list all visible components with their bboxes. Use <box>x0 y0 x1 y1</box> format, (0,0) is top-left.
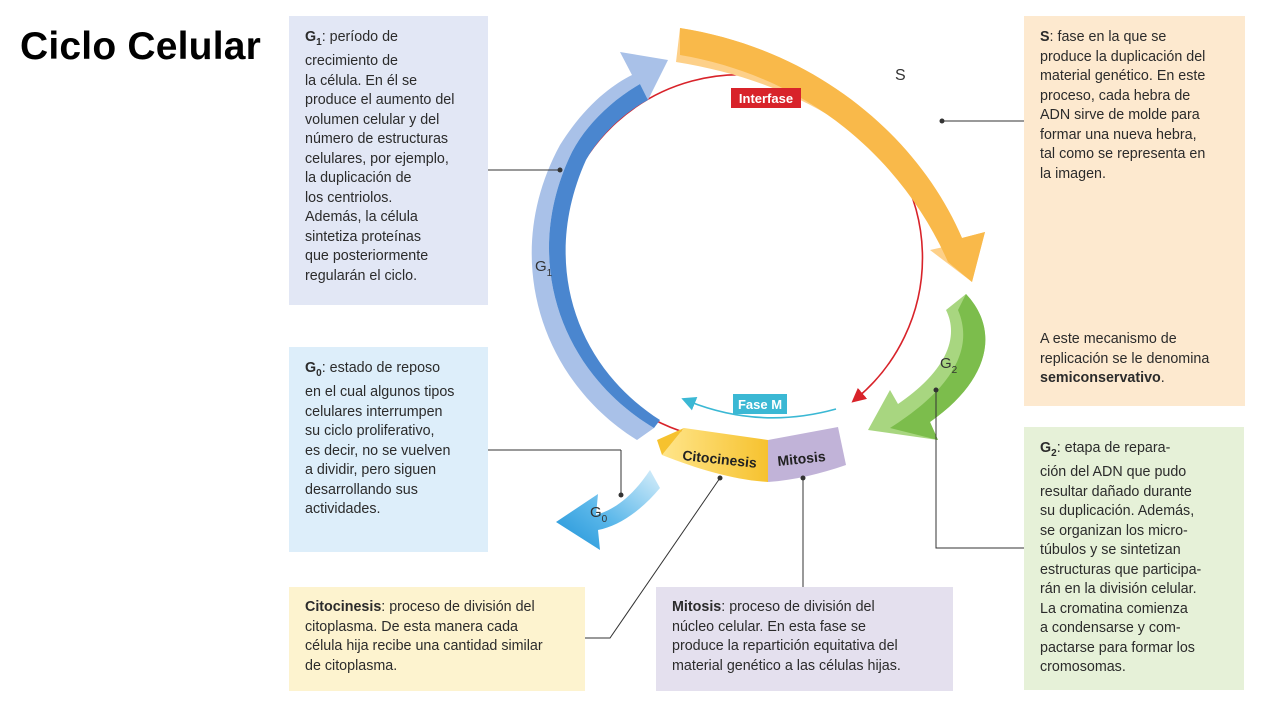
s-line: material genético. En este <box>1040 68 1206 84</box>
s-first-line: S: fase en la que se <box>1040 29 1167 45</box>
mitosis-segment <box>768 427 846 482</box>
g2-line: La cromatina comienza <box>1040 600 1188 617</box>
g2-first-line: G2: etapa de repara- <box>1040 440 1171 459</box>
g0-label: G0 <box>590 504 608 525</box>
g1-line: produce el aumento del <box>305 92 455 109</box>
citocinesis-segment <box>662 428 768 482</box>
citocinesis-first-line: Citocinesis: proceso de división del <box>305 599 535 615</box>
s-description-box: S: fase en la que se produce la duplicac… <box>1024 16 1245 406</box>
g1-line: los centriolos. <box>305 189 393 206</box>
g2-line: estructuras que participa- <box>1040 561 1202 578</box>
g2-line: a condensarse y com- <box>1040 620 1181 637</box>
s-line: formar una nueva hebra, <box>1040 126 1197 143</box>
g2-line: su duplicación. Además, <box>1040 503 1195 520</box>
g1-line: regularán el ciclo. <box>305 267 418 284</box>
citocinesis-label: Citocinesis <box>682 447 758 471</box>
g2-line: pactarse para formar los <box>1040 639 1195 656</box>
fase-m-badge <box>733 394 787 414</box>
g2-line: túbulos y se sintetizan <box>1040 542 1181 559</box>
s-line: ADN sirve de molde para <box>1040 107 1200 123</box>
g0-line: es decir, no se vuelven <box>305 442 451 459</box>
citocinesis-line: de citoplasma. <box>305 657 398 674</box>
g0-arrow <box>556 470 660 550</box>
g1-line: la duplicación de <box>305 170 412 187</box>
g2-description-box: G2: etapa de repara- ción del ADN que pu… <box>1024 427 1244 690</box>
g2-label: G2 <box>940 355 958 376</box>
g2-line: cromosomas. <box>1040 659 1126 676</box>
g0-line: actividades. <box>305 501 381 518</box>
connector-lines <box>488 120 1024 639</box>
s-line: proceso, cada hebra de <box>1040 87 1191 104</box>
g2-line: se organizan los micro- <box>1040 522 1188 539</box>
g2-arrow <box>868 294 986 440</box>
g1-line: la célula. En él se <box>305 72 418 89</box>
citocinesis-description-box: Citocinesis: proceso de división del cit… <box>289 587 585 691</box>
g1-first-line: G1: período de <box>305 29 398 48</box>
g1-line: que posteriormente <box>305 248 429 265</box>
g1-line: número de estructuras <box>305 131 449 148</box>
s-label: S <box>895 67 906 84</box>
s-mechanism-note: A este mecanismo de replicación se le de… <box>1040 330 1209 389</box>
mitosis-line: produce la repartición equitativa del <box>672 638 898 654</box>
s-line: tal como se representa en <box>1040 146 1206 162</box>
mitosis-line: material genético a las células hijas. <box>672 657 901 674</box>
g2-line: ción del ADN que pudo <box>1040 464 1187 481</box>
interfase-badge <box>731 88 801 108</box>
fase-m-arc <box>681 397 837 419</box>
g0-line: celulares interrumpen <box>305 403 443 420</box>
connector-dots <box>557 118 945 498</box>
g1-description-box: G1: período de crecimiento de la célula.… <box>289 16 488 305</box>
g1-line: volumen celular y del <box>305 111 440 128</box>
g1-line: celulares, por ejemplo, <box>305 150 449 167</box>
s-arrow <box>676 28 985 282</box>
g0-description-box: G0: estado de reposo en el cual algunos … <box>289 347 488 552</box>
citocinesis-line: célula hija recibe una cantidad similar <box>305 638 543 654</box>
s-line: la imagen. <box>1040 165 1106 182</box>
citocinesis-line: citoplasma. De esta manera cada <box>305 618 518 635</box>
g0-line: desarrollando sus <box>305 481 418 498</box>
s-note-line: A este mecanismo de <box>1040 331 1177 347</box>
g0-line: en el cual algunos tipos <box>305 384 455 401</box>
s-note-last-line: semiconservativo. <box>1040 370 1165 386</box>
s-note-line: replicación se le denomina <box>1040 350 1210 367</box>
g1-label: G1 <box>535 258 553 279</box>
g2-line: rán en la división celular. <box>1040 581 1197 598</box>
interfase-label: Interfase <box>739 91 793 106</box>
mitosis-line: núcleo celular. En esta fase se <box>672 618 866 635</box>
g0-first-line: G0: estado de reposo <box>305 360 441 379</box>
g1-line: sintetiza proteínas <box>305 228 422 245</box>
g1-line: Además, la célula <box>305 209 418 226</box>
g0-line: su ciclo proliferativo, <box>305 423 435 440</box>
mitosis-first-line: Mitosis: proceso de división del <box>672 599 875 615</box>
mitosis-description-box: Mitosis: proceso de división del núcleo … <box>656 587 953 691</box>
g1-line: crecimiento de <box>305 53 398 70</box>
s-line: produce la duplicación del <box>1040 48 1206 65</box>
page-title: Ciclo Celular <box>20 25 261 68</box>
g0-line: a dividir, pero siguen <box>305 462 437 479</box>
g1-arrow <box>531 52 668 440</box>
g2-line: resultar dañado durante <box>1040 483 1192 500</box>
citocinesis-mitosis-banner <box>657 427 846 482</box>
fase-m-label: Fase M <box>738 397 782 412</box>
mitosis-label: Mitosis <box>777 448 827 469</box>
